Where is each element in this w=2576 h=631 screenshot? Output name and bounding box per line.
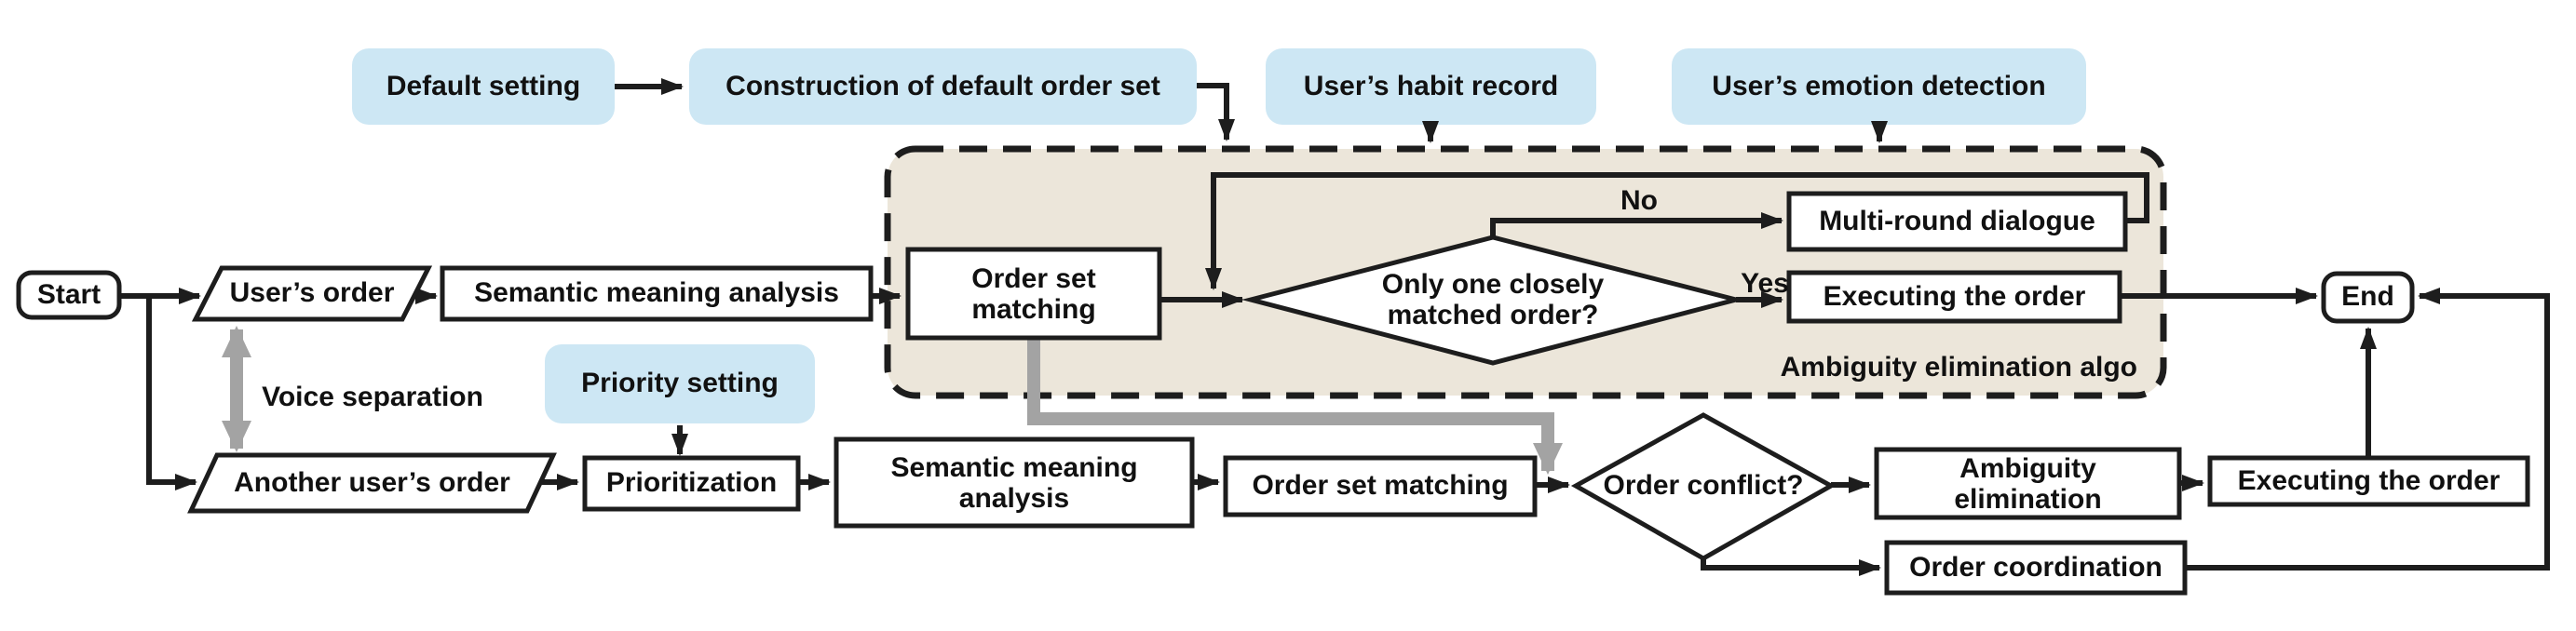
semantic-analysis-bottom-shape: [834, 436, 1195, 529]
edge-conflict-to-order-coordination: [1701, 557, 1881, 576]
multi-round-dialogue-shape: [1786, 191, 2128, 252]
edge-decision-no-to-multi-round: [1490, 212, 1783, 237]
executing-order-bottom-shape: [2207, 455, 2530, 507]
users-emotion-detection-box: [1672, 48, 2086, 125]
another-users-order-parallelogram: [187, 452, 557, 514]
priority-setting-box: [545, 344, 815, 423]
construction-default-order-set-box: [689, 48, 1197, 125]
order-coordination-shape: [1884, 540, 2188, 596]
end-node-shape: [2321, 271, 2415, 324]
edge-multi-round-feedback-loop: [1205, 172, 2149, 290]
order-set-matching-bottom-shape: [1223, 455, 1538, 517]
order-conflict-decision-diamond: [1570, 412, 1837, 561]
users-habit-record-box: [1266, 48, 1596, 125]
executing-order-top-shape: [1786, 270, 2122, 324]
users-order-parallelogram: [191, 265, 433, 322]
edge-order-coordination-to-end: [2185, 288, 2550, 571]
edge-start-to-another-users-order: [146, 296, 197, 490]
prioritization-shape: [582, 455, 801, 512]
only-one-matched-decision-diamond: [1241, 235, 1745, 366]
semantic-analysis-top-shape: [440, 265, 874, 322]
order-set-matching-top-shape: [905, 247, 1162, 341]
ambiguity-elimination-shape: [1874, 447, 2182, 520]
edge-order-set-to-conflict-gray: [1027, 338, 1563, 475]
start-node-shape: [16, 270, 122, 320]
edge-construction-to-module: [1197, 83, 1235, 141]
default-setting-box: [352, 48, 615, 125]
